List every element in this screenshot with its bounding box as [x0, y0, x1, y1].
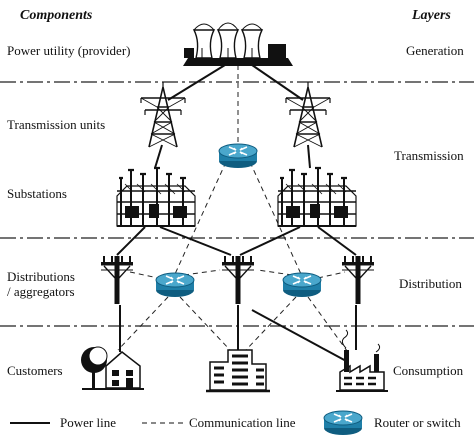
label-transmission-units: Transmission units: [7, 117, 106, 132]
power-line: [307, 144, 311, 169]
layer-distribution: Distribution: [399, 276, 462, 291]
router-icon: [218, 143, 258, 169]
router-icon: [282, 272, 322, 298]
utility-pole-icon: [221, 255, 255, 305]
label-power-utility: Power utility (provider): [7, 43, 131, 58]
comm-line: [245, 296, 297, 351]
power-line: [116, 226, 146, 256]
utility-pole-icon: [100, 255, 134, 305]
comm-line: [257, 269, 293, 276]
power-line: [167, 64, 226, 101]
power-line: [317, 226, 357, 256]
transmission-tower-icon: [140, 81, 186, 148]
house-icon: [81, 346, 144, 390]
legend: [10, 410, 363, 436]
power-line: [159, 226, 232, 256]
utility-pole-icon: [341, 255, 375, 305]
label-customers: Customers: [7, 363, 63, 378]
label-distributions: Distributions / aggregators: [7, 269, 75, 299]
power-line: [154, 144, 163, 169]
office-building-icon: [206, 349, 270, 393]
layer-transmission: Transmission: [394, 148, 464, 163]
substation-icon: [276, 166, 358, 228]
layer-consumption: Consumption: [393, 363, 464, 378]
router-icon: [155, 272, 195, 298]
layers-header: Layers: [412, 8, 451, 23]
router-icon: [323, 410, 363, 436]
power-line: [251, 64, 304, 101]
legend-comm-line-label: Communication line: [189, 415, 296, 430]
label-substations: Substations: [7, 186, 67, 201]
comm-line: [174, 161, 227, 275]
power-plant-icon: [183, 22, 293, 66]
components-header: Components: [20, 8, 93, 23]
comm-line: [179, 296, 231, 351]
legend-router-label: Router or switch: [374, 415, 461, 430]
comm-line: [117, 296, 169, 351]
comm-line: [183, 269, 221, 276]
substation-icon: [115, 166, 197, 228]
factory-icon: [336, 329, 388, 392]
comm-line: [129, 271, 159, 279]
power-line: [251, 309, 349, 363]
comm-line: [249, 161, 302, 275]
comm-line: [317, 271, 346, 279]
legend-power-line-label: Power line: [60, 415, 116, 430]
comm-line: [307, 296, 351, 356]
communication-lines: [117, 65, 351, 356]
power-line: [239, 226, 301, 256]
layer-generation: Generation: [406, 43, 464, 58]
power-lines: [116, 64, 357, 363]
